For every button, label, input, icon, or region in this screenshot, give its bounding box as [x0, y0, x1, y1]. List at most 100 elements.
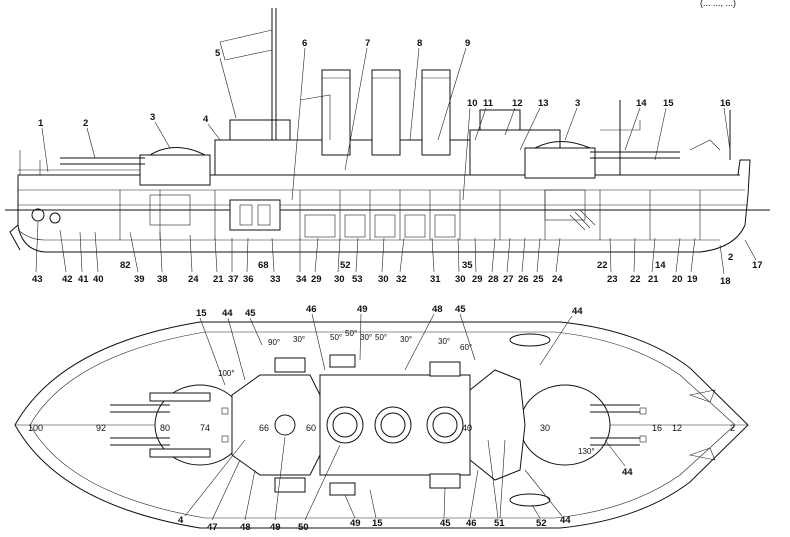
callout: 49: [357, 304, 368, 315]
plan-bottom-callouts: 4 47 48 49 50 49 15 45 46 51 52 44 44: [178, 436, 633, 533]
callout: 13: [538, 98, 549, 109]
callout: 53: [352, 274, 363, 285]
callout: 27: [503, 274, 514, 285]
frame-number: 100: [28, 423, 43, 433]
angle-label: 30°: [438, 337, 450, 346]
callout: 38: [157, 274, 168, 285]
profile-top-callouts: 1 2 3 4 5 6 7 8 9 10 11 12 13 3 14 15 16: [38, 38, 731, 201]
callout: 14: [655, 260, 666, 271]
callout: 40: [93, 274, 104, 285]
callout: 42: [62, 274, 73, 285]
callout: 22: [597, 260, 608, 271]
frame-number: 74: [200, 423, 210, 433]
callout: 34: [296, 274, 307, 285]
angle-label: 50°: [330, 333, 342, 342]
callout: 46: [466, 518, 477, 529]
callout: 20: [672, 274, 683, 285]
side-profile: [5, 8, 770, 253]
callout: 44: [560, 515, 571, 526]
callout: 50: [298, 522, 309, 533]
callout: 15: [372, 518, 383, 529]
frame-number: 12: [672, 423, 682, 433]
callout: 21: [213, 274, 224, 285]
callout: 9: [465, 38, 470, 49]
callout: 32: [396, 274, 407, 285]
angle-label: 60°: [460, 343, 472, 352]
callout: 52: [340, 260, 351, 271]
callout: 45: [455, 304, 466, 315]
callout: 24: [188, 274, 199, 285]
callout: 44: [572, 306, 583, 317]
callout: 45: [440, 518, 451, 529]
callout: 21: [648, 274, 659, 285]
callout: 68: [258, 260, 269, 271]
angle-label: 50°: [375, 333, 387, 342]
frame-number: 30: [540, 423, 550, 433]
callout: 49: [270, 522, 281, 533]
callout: 51: [494, 518, 505, 529]
plan-view: [14, 321, 749, 529]
callout: 6: [302, 38, 307, 49]
callout: 43: [32, 274, 43, 285]
callout: 15: [663, 98, 674, 109]
callout: 24: [552, 274, 563, 285]
callout: 3: [150, 112, 155, 123]
callout: 28: [488, 274, 499, 285]
callout: 4: [203, 114, 209, 125]
callout: 11: [483, 98, 494, 109]
angle-label: 30°: [360, 333, 372, 342]
callout: 18: [720, 276, 731, 287]
callout: 29: [311, 274, 322, 285]
angle-label: 30°: [400, 335, 412, 344]
callout: 2: [728, 252, 733, 263]
frame-number: 2: [730, 423, 735, 433]
callout: 8: [417, 38, 422, 49]
callout: 45: [245, 308, 256, 319]
callout: 14: [636, 98, 647, 109]
frame-number: 66: [259, 423, 269, 433]
callout: 41: [78, 274, 89, 285]
callout: 48: [240, 522, 251, 533]
angle-label: 100°: [218, 369, 235, 378]
callout: 30: [455, 274, 466, 285]
angle-label: 50°: [345, 329, 357, 338]
callout: 17: [752, 260, 763, 271]
frame-number: 60: [306, 423, 316, 433]
callout: 23: [607, 274, 618, 285]
callout: 2: [83, 118, 88, 129]
callout: 5: [215, 48, 221, 59]
callout: 48: [432, 304, 443, 315]
callout: 46: [306, 304, 317, 315]
callout: 82: [120, 260, 131, 271]
callout: 10: [467, 98, 478, 109]
callout: 3: [575, 98, 580, 109]
angle-label: 30°: [293, 335, 305, 344]
plan-frame-numbers: 100 92 80 74 66 60 40 30 16 12 2: [28, 423, 735, 433]
callout: 44: [622, 467, 633, 478]
callout: 52: [536, 518, 547, 529]
callout: 35: [462, 260, 473, 271]
frame-number: 40: [462, 423, 472, 433]
callout: 47: [207, 522, 218, 533]
callout: 39: [134, 274, 145, 285]
frame-number: 92: [96, 423, 106, 433]
callout: 7: [365, 38, 370, 49]
callout: 37: [228, 274, 239, 285]
callout: 16: [720, 98, 731, 109]
angle-label: 130°: [578, 447, 595, 456]
callout: 26: [518, 274, 529, 285]
callout: 33: [270, 274, 281, 285]
callout: 30: [378, 274, 389, 285]
callout: 19: [687, 274, 698, 285]
frame-number: 80: [160, 423, 170, 433]
callout: 12: [512, 98, 523, 109]
callout: 44: [222, 308, 233, 319]
callout: 15: [196, 308, 207, 319]
cropped-caption: (... ..., ...): [700, 0, 736, 8]
callout: 1: [38, 118, 44, 129]
angle-label: 90°: [268, 338, 280, 347]
callout: 22: [630, 274, 641, 285]
callout: 49: [350, 518, 361, 529]
callout: 31: [430, 274, 441, 285]
